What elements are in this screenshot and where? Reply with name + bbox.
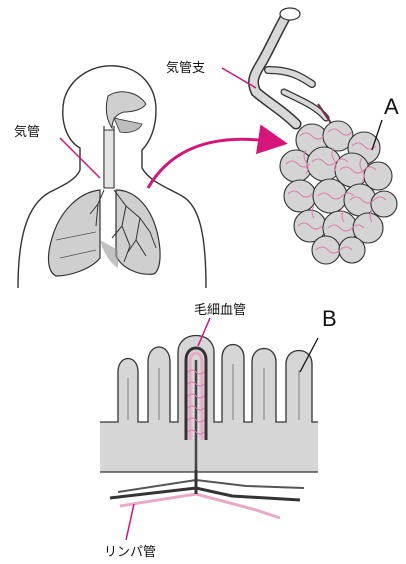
human-torso-figure	[18, 66, 206, 288]
capillary-label: 毛細血管	[194, 303, 246, 318]
lymph-pointer-line	[126, 504, 134, 540]
magnify-arrow	[148, 139, 276, 188]
alveoli-letter-label: A	[384, 94, 399, 119]
bronchus-label: 気管支	[166, 60, 205, 76]
villi-letter-label: B	[322, 306, 337, 331]
alveoli-cluster	[254, 8, 397, 264]
villi-diagram	[100, 336, 318, 519]
lymph-label: リンパ管	[104, 545, 156, 560]
trachea-label: 気管	[14, 124, 40, 140]
